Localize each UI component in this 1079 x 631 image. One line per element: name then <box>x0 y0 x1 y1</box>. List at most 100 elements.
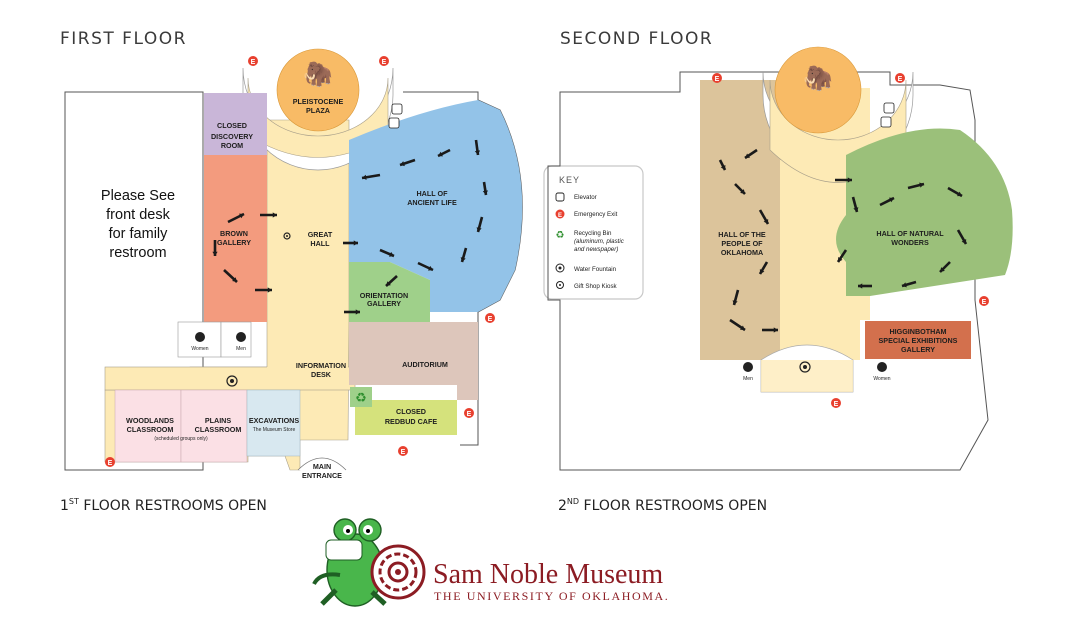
family-restroom-note-2: front desk <box>106 207 170 223</box>
natural-label-1: HALL OF NATURAL <box>876 229 944 238</box>
arrow-head <box>355 309 360 315</box>
higginbotham-gallery <box>865 321 971 359</box>
auditorium-label: AUDITORIUM <box>402 360 448 369</box>
gift-shop-kiosk-icon <box>556 281 564 289</box>
great-hall-label-2: HALL <box>310 239 330 248</box>
family-restroom-note-1: Please See <box>101 188 175 204</box>
information-desk-area <box>267 349 348 385</box>
arrow-head <box>940 267 945 272</box>
brown-gallery-label-1: BROWN <box>220 229 248 238</box>
exit-icon <box>398 446 408 456</box>
arrow-head <box>212 251 218 256</box>
map-key: KEY Elevator E Emergency Exit ♻ Recyclin… <box>543 165 644 300</box>
discovery-room <box>204 93 267 155</box>
museum-seal-logo <box>370 544 426 600</box>
brown-gallery <box>204 155 267 322</box>
pleistocene-plaza <box>276 48 360 132</box>
gift-shop-kiosk-dot <box>286 235 288 237</box>
lobby-floor <box>761 360 853 392</box>
gift-shop-kiosk-dot <box>559 284 561 286</box>
orientation-gallery <box>349 262 430 322</box>
recycling-bin-area <box>350 387 372 407</box>
ancient-life-label-2: ANCIENT LIFE <box>407 198 457 207</box>
arrow-head <box>720 165 726 170</box>
plains-classroom <box>180 389 248 463</box>
redbud-label-1: CLOSED <box>396 407 426 416</box>
arrow-head <box>362 174 367 180</box>
exit-glyph: E <box>898 76 903 83</box>
arrow-head <box>389 251 394 257</box>
gift-shop-kiosk-icon <box>283 232 291 240</box>
info-desk-label-2: DESK <box>311 370 332 379</box>
key-recycle-label-3: and newspaper) <box>574 246 618 253</box>
arrow-head <box>400 161 405 167</box>
arrow-head <box>838 257 843 262</box>
mammoth-icon: 🦣 <box>303 61 333 88</box>
exit-glyph: E <box>982 299 987 306</box>
arrow-head <box>919 182 924 188</box>
hall-of-natural-wonders <box>836 128 1013 296</box>
exit-glyph: E <box>715 76 720 83</box>
university-name: THE UNIVERSITY OF OKLAHOMA. <box>434 589 669 603</box>
arrow-head <box>460 257 466 262</box>
main-entrance-door <box>297 457 347 471</box>
men-label-f1: Men <box>236 346 246 352</box>
water-fountain-icon-f2 <box>799 361 811 373</box>
key-kiosk-label: Gift Shop Kiosk <box>574 283 618 290</box>
main-entrance-label-2: ENTRANCE <box>302 471 342 480</box>
elevator-icon-f2b <box>880 116 892 128</box>
discovery-label-1: CLOSED <box>217 121 247 130</box>
exit-icon <box>712 73 722 83</box>
arrow-head <box>773 327 778 333</box>
exit-icon <box>485 313 495 323</box>
arrow-head <box>267 287 272 293</box>
auditorium <box>349 322 478 400</box>
key-box <box>543 165 644 300</box>
tour-arrows-first-floor <box>212 139 488 315</box>
excavations-store <box>246 389 301 457</box>
exit-glyph: E <box>558 213 562 219</box>
exit-icon <box>105 457 115 467</box>
footer-number: 2 <box>558 498 567 514</box>
museum-store-label: The Museum Store <box>253 427 296 433</box>
first-floor-restrooms-note: 1ST FLOOR RESTROOMS OPEN <box>60 497 267 514</box>
elevator-icon-f2a <box>883 102 895 114</box>
emergency-exits-f1: E E E E E E <box>105 56 495 467</box>
people-label-3: OKLAHOMA <box>721 248 763 257</box>
pleistocene-plaza-second <box>774 46 862 134</box>
women-icon-f1 <box>195 332 205 342</box>
mammoth-icon: 🦣 <box>803 65 833 92</box>
exit-glyph: E <box>834 401 839 408</box>
arrow-head <box>740 325 745 330</box>
excavations-label: EXCAVATIONS <box>249 416 300 425</box>
woodlands-label-1: WOODLANDS <box>126 416 174 425</box>
people-label-1: HALL OF THE <box>718 230 766 239</box>
water-fountain-dot-f2 <box>803 365 807 369</box>
key-fountain-label: Water Fountain <box>574 266 617 273</box>
family-restroom-note-3: for family <box>109 226 169 242</box>
arrow-head <box>239 213 244 219</box>
great-hall-label-1: GREAT <box>308 230 333 239</box>
higginbotham-label-2: SPECIAL EXHIBITIONS <box>879 336 958 345</box>
exit-glyph: E <box>401 449 406 456</box>
arrow-head <box>482 190 488 195</box>
exit-icon <box>464 408 474 418</box>
men-icon-f1 <box>236 332 246 342</box>
water-fountain-icon <box>555 263 565 273</box>
key-recycle-label-1: Recycling Bin <box>574 230 612 237</box>
museum-name: Sam Noble Museum <box>433 559 663 590</box>
second-floor: SECOND FLOOR HALL OF THE PEOPLE OF OKLAH… <box>547 29 1013 514</box>
exit-glyph: E <box>251 59 256 66</box>
hall-of-the-people-of-oklahoma <box>700 80 786 360</box>
key-title: KEY <box>559 175 580 185</box>
exit-icon <box>895 73 905 83</box>
higginbotham-label-1: HIGGINBOTHAM <box>889 327 946 336</box>
footer-sup: ST <box>69 497 79 506</box>
exit-icon <box>379 56 389 66</box>
exit-glyph: E <box>467 411 472 418</box>
footer-number: 1 <box>60 498 69 514</box>
plains-label-1: PLAINS <box>205 416 232 425</box>
arrow-head <box>732 300 738 305</box>
higginbotham-label-3: GALLERY <box>901 345 935 354</box>
